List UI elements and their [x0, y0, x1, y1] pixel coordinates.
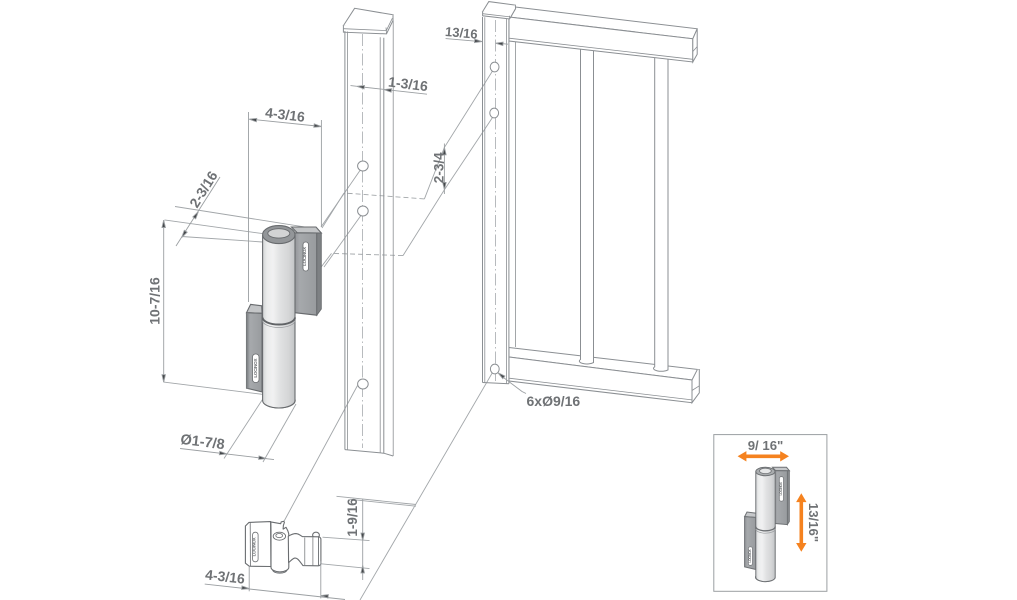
svg-text:LOCINOX: LOCINOX	[302, 246, 307, 266]
svg-text:LOCINOX: LOCINOX	[779, 481, 783, 495]
svg-text:LOCINOX: LOCINOX	[252, 536, 257, 556]
svg-text:6xØ9/16: 6xØ9/16	[527, 393, 581, 409]
svg-text:10-7/16: 10-7/16	[147, 277, 163, 325]
svg-text:1-3/16: 1-3/16	[387, 73, 429, 94]
svg-text:2-3/4: 2-3/4	[432, 152, 447, 183]
svg-text:9/ 16": 9/ 16"	[748, 438, 784, 453]
svg-text:4-3/16: 4-3/16	[264, 104, 306, 125]
svg-text:Ø1-7/8: Ø1-7/8	[180, 432, 226, 453]
svg-text:13/16": 13/16"	[806, 503, 821, 542]
svg-text:LOCINOX: LOCINOX	[253, 358, 258, 378]
svg-text:2-3/16: 2-3/16	[186, 168, 221, 210]
svg-text:4-3/16: 4-3/16	[204, 566, 245, 586]
svg-text:13/16: 13/16	[445, 24, 479, 42]
svg-text:LOCINOX: LOCINOX	[748, 548, 752, 562]
svg-text:1-9/16: 1-9/16	[345, 498, 360, 537]
